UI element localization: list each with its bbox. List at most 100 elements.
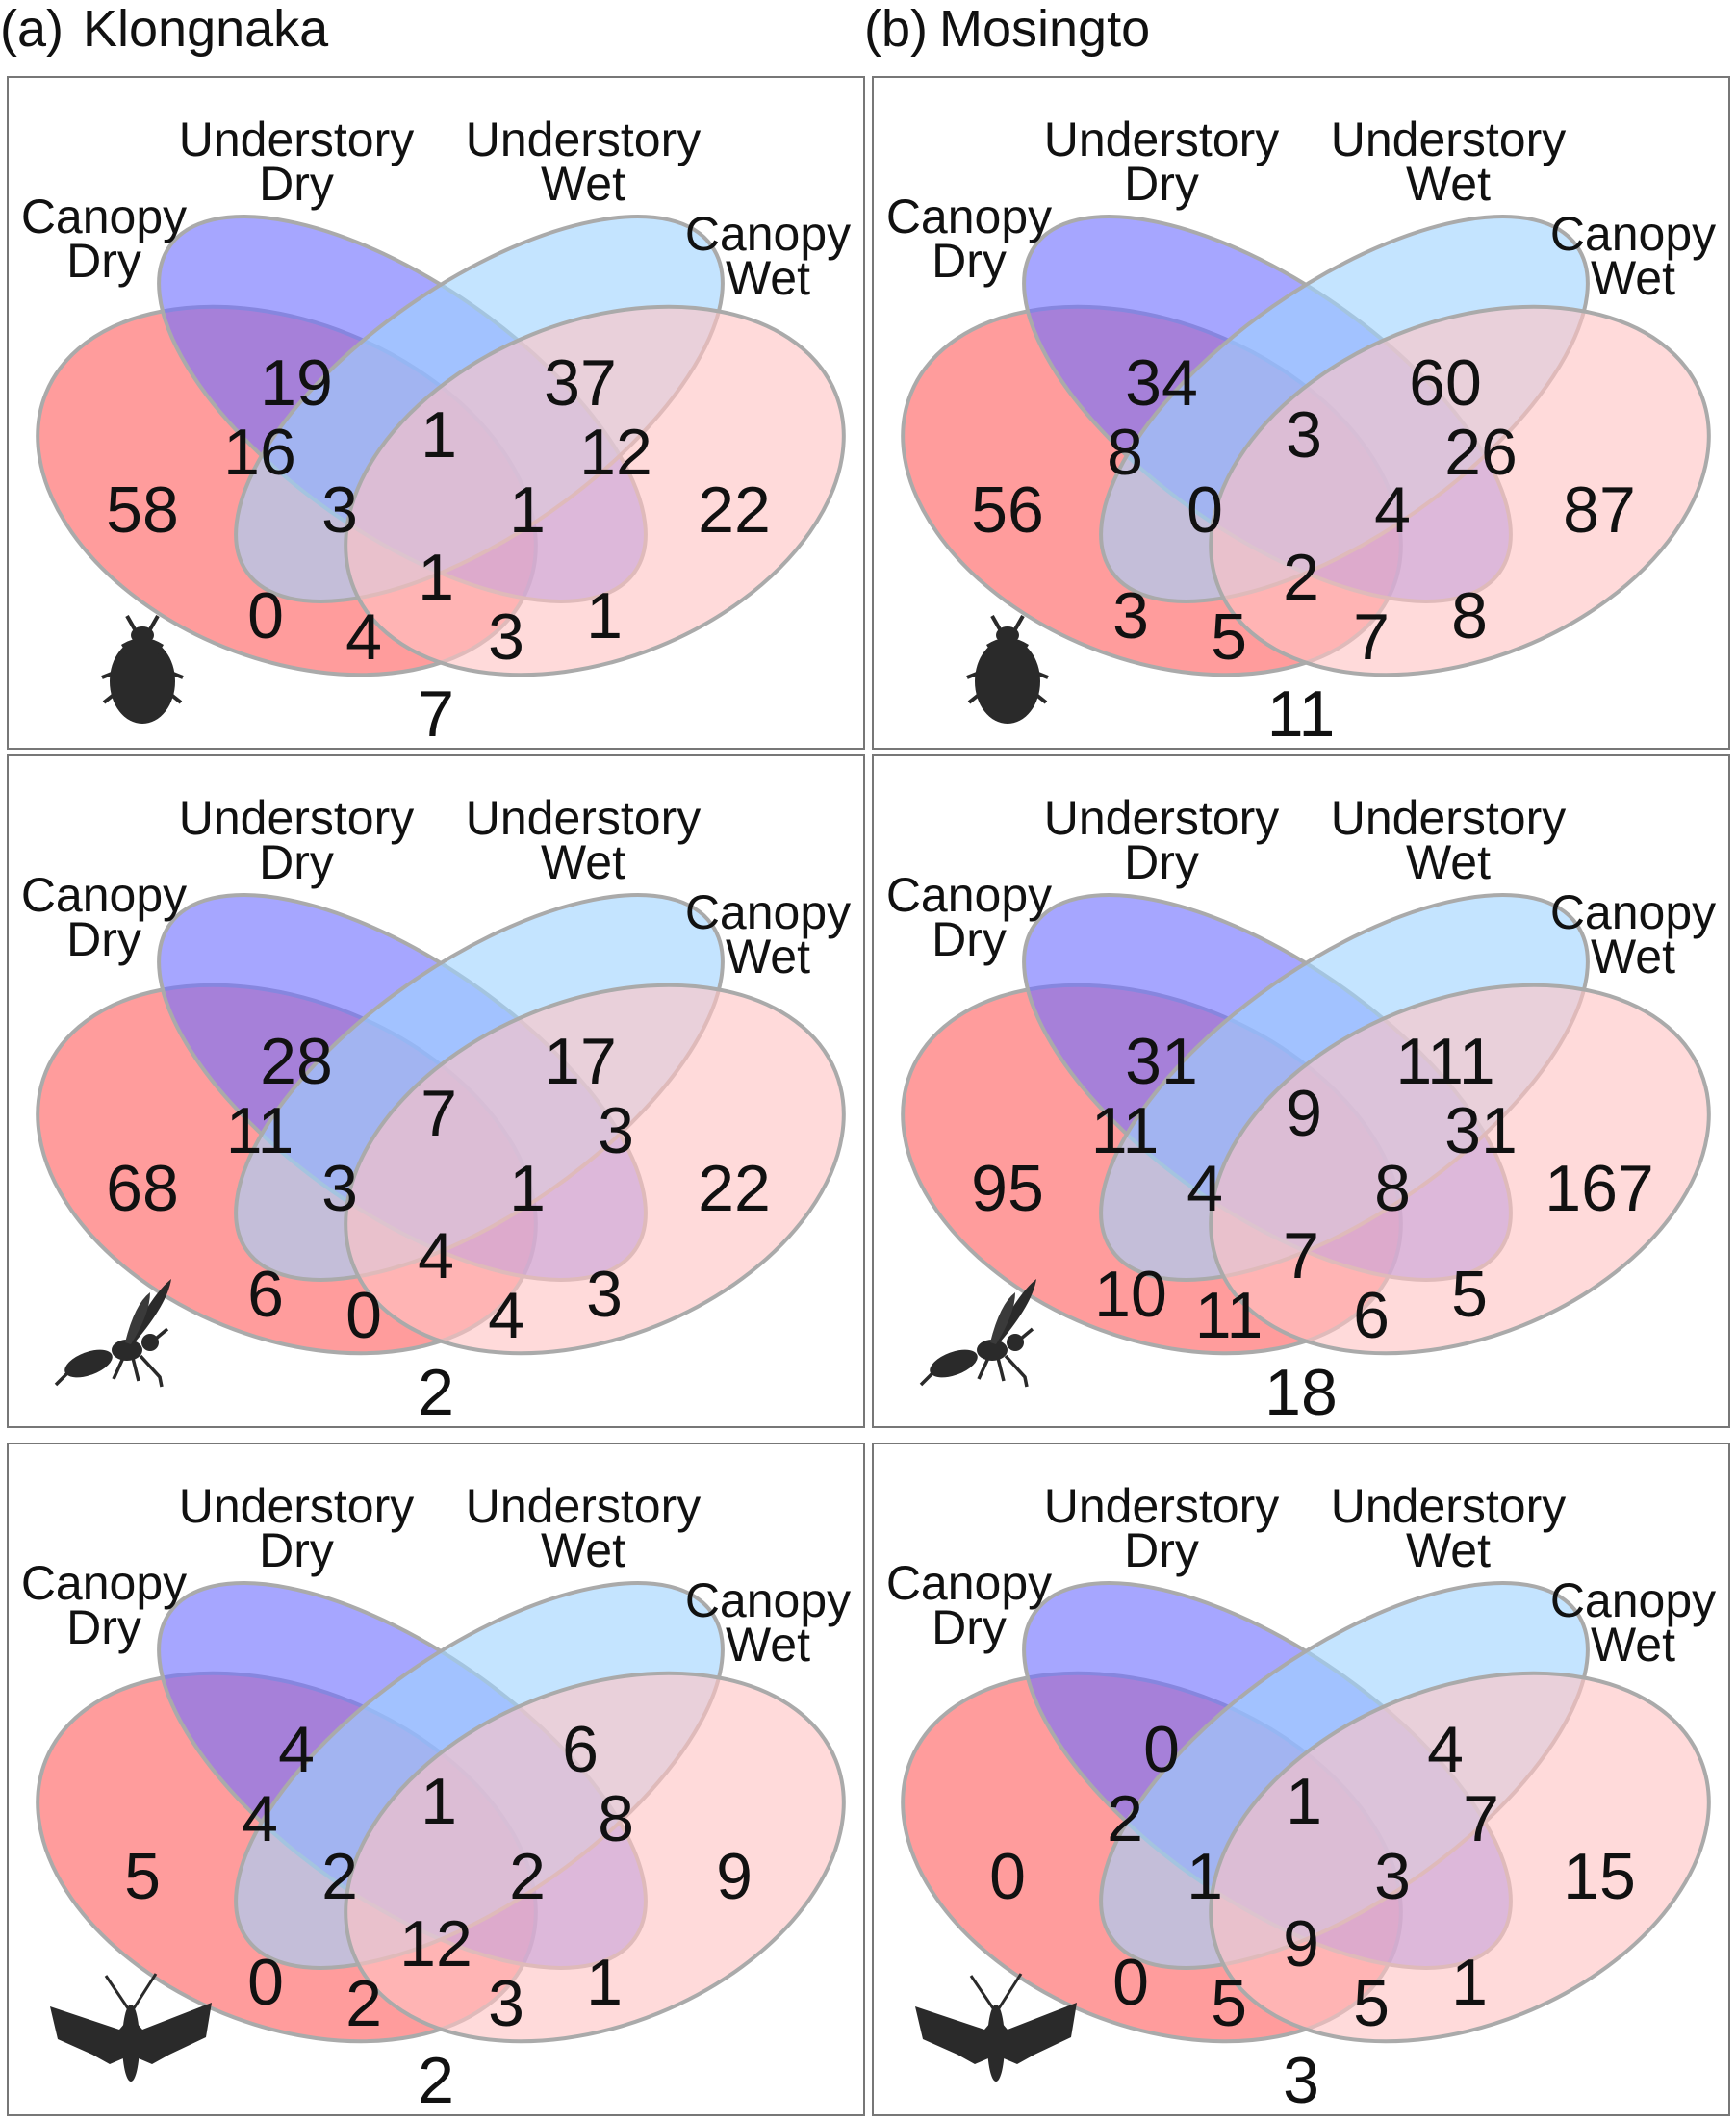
count-ud: 0 — [1143, 1713, 1180, 1786]
panel-frame — [7, 754, 865, 1428]
set-label-understory-dry: Understory — [1044, 113, 1280, 166]
count-cw: 22 — [698, 473, 771, 547]
count-cd-ud-uw: 2 — [321, 1840, 358, 1913]
set-label-canopy-dry: Dry — [66, 234, 141, 288]
count-all: 7 — [1283, 1219, 1319, 1292]
set-label-canopy-wet: Canopy — [685, 885, 851, 939]
set-label-canopy-dry: Canopy — [21, 868, 187, 922]
wasp-icon — [54, 1277, 173, 1389]
set-label-canopy-dry: Canopy — [21, 1556, 187, 1610]
count-cd-ud-uw: 1 — [1187, 1840, 1223, 1913]
set-label-understory-wet: Wet — [541, 1523, 625, 1577]
count-ud-uw: 9 — [1286, 1077, 1322, 1150]
count-ud-uw-cw: 3 — [1374, 1840, 1411, 1913]
count-ud-cw: 3 — [586, 1258, 623, 1331]
count-cd-ud-uw: 3 — [321, 1152, 358, 1225]
count-cw: 87 — [1563, 473, 1636, 547]
count-cw: 15 — [1563, 1840, 1636, 1913]
count-ud: 31 — [1125, 1025, 1198, 1098]
set-label-understory-dry: Understory — [1044, 791, 1280, 845]
set-label-understory-dry: Dry — [1124, 835, 1199, 889]
set-label-canopy-wet: Canopy — [1550, 207, 1716, 261]
panel-frame — [7, 1443, 865, 2116]
set-label-understory-wet: Understory — [466, 1479, 702, 1533]
set-label-understory-dry: Dry — [259, 1523, 334, 1577]
count-cd-ud-cw: 4 — [488, 1279, 524, 1352]
set-label-understory-wet: Wet — [541, 835, 625, 889]
venn-panel-0: CanopyDryUnderstoryDryUnderstoryWetCanop… — [0, 76, 901, 751]
venn-panels: CanopyDryUnderstoryDryUnderstoryWetCanop… — [0, 76, 1736, 2117]
set-label-canopy-dry: Canopy — [886, 1556, 1052, 1610]
count-cd-uw-cw: 5 — [1211, 600, 1247, 674]
set-label-understory-dry: Dry — [259, 157, 334, 211]
set-label-understory-dry: Understory — [1044, 1479, 1280, 1533]
count-cd: 68 — [106, 1152, 179, 1225]
count-uw-cw: 12 — [579, 416, 652, 489]
set-label-canopy-wet: Wet — [1591, 1618, 1675, 1672]
count-uw-cw: 8 — [598, 1782, 634, 1855]
count-ud-uw: 3 — [1286, 398, 1322, 472]
set-label-understory-wet: Wet — [1406, 835, 1491, 889]
panel-frame — [7, 76, 865, 750]
count-cd-ud: 8 — [1107, 416, 1143, 489]
count-cd-uw: 10 — [1094, 1258, 1167, 1331]
count-cd-ud-cw: 3 — [488, 1967, 524, 2040]
count-all: 2 — [1283, 541, 1319, 614]
column-site-b: Mosingto — [939, 0, 1150, 58]
wasp-icon — [919, 1277, 1038, 1389]
column-site-a: Klongnaka — [83, 0, 329, 58]
count-cd-ud-uw: 0 — [1187, 473, 1223, 547]
count-cd-ud-cw: 7 — [1353, 600, 1390, 674]
count-uw: 37 — [544, 346, 617, 420]
count-ud-uw-cw: 1 — [509, 1152, 546, 1225]
set-label-understory-wet: Wet — [1406, 1523, 1491, 1577]
set-label-understory-wet: Understory — [1331, 791, 1567, 845]
count-cw: 22 — [698, 1152, 771, 1225]
set-label-understory-dry: Understory — [179, 791, 415, 845]
count-ud-cw: 1 — [586, 579, 623, 652]
set-label-understory-dry: Dry — [1124, 1523, 1199, 1577]
panel-frame — [872, 76, 1730, 750]
count-uw: 6 — [562, 1713, 599, 1786]
column-tag-a: (a) — [0, 0, 64, 58]
set-label-understory-wet: Wet — [541, 157, 625, 211]
set-label-canopy-wet: Canopy — [1550, 885, 1716, 939]
count-ud: 28 — [260, 1025, 333, 1098]
set-label-understory-dry: Understory — [179, 113, 415, 166]
set-label-canopy-dry: Dry — [932, 912, 1007, 966]
count-cd: 56 — [971, 473, 1044, 547]
set-label-canopy-dry: Dry — [932, 234, 1007, 288]
count-uw-cw: 7 — [1463, 1782, 1499, 1855]
count-ud-uw-cw: 1 — [509, 473, 546, 547]
set-label-canopy-wet: Canopy — [1550, 1573, 1716, 1627]
count-ud-uw-cw: 4 — [1374, 473, 1411, 547]
venn-panel-4: CanopyDryUnderstoryDryUnderstoryWetCanop… — [0, 1443, 901, 2117]
count-cw: 167 — [1545, 1152, 1653, 1225]
count-cd: 95 — [971, 1152, 1044, 1225]
set-label-canopy-dry: Dry — [66, 1600, 141, 1654]
set-label-canopy-dry: Dry — [66, 912, 141, 966]
count-uw: 4 — [1427, 1713, 1464, 1786]
count-ud-cw: 1 — [586, 1946, 623, 2019]
count-all: 12 — [399, 1907, 472, 1980]
set-label-understory-dry: Dry — [259, 835, 334, 889]
count-ud-uw: 1 — [421, 1765, 457, 1838]
count-all: 1 — [418, 541, 454, 614]
set-label-understory-wet: Understory — [1331, 113, 1567, 166]
panel-frame — [872, 1443, 1730, 2116]
count-ud-uw: 7 — [421, 1077, 457, 1150]
venn-panel-5: CanopyDryUnderstoryDryUnderstoryWetCanop… — [846, 1443, 1736, 2117]
count-cd-cw: 2 — [418, 2044, 454, 2117]
count-cd-ud: 4 — [242, 1782, 278, 1855]
count-cd-ud: 16 — [223, 416, 296, 489]
venn-panel-1: CanopyDryUnderstoryDryUnderstoryWetCanop… — [846, 76, 1736, 751]
count-cd-uw-cw: 4 — [345, 600, 382, 674]
count-cd-uw: 0 — [247, 579, 284, 652]
count-cd: 0 — [989, 1840, 1026, 1913]
set-label-canopy-wet: Wet — [726, 1618, 810, 1672]
set-label-canopy-wet: Wet — [726, 251, 810, 305]
count-cd-ud-uw: 3 — [321, 473, 358, 547]
count-cd-ud: 2 — [1107, 1782, 1143, 1855]
count-cd-cw: 3 — [1283, 2044, 1319, 2117]
